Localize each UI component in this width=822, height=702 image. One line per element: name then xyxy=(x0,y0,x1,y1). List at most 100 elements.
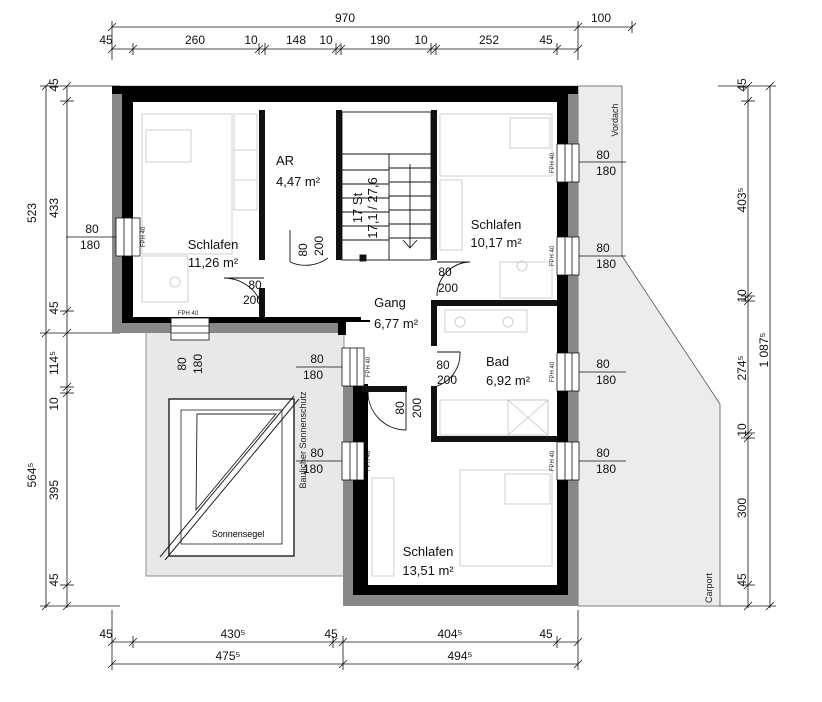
svg-text:45: 45 xyxy=(324,627,338,641)
svg-text:45: 45 xyxy=(735,78,749,92)
room-schlafen-3: Schlafen 13,51 m² xyxy=(402,544,454,578)
interior-walls xyxy=(259,110,557,442)
svg-text:80: 80 xyxy=(596,446,610,460)
svg-text:45: 45 xyxy=(735,573,749,587)
svg-text:180: 180 xyxy=(596,257,616,271)
svg-text:FPH 40: FPH 40 xyxy=(366,356,372,377)
dim-bottom-totals: 475⁵ 494⁵ xyxy=(216,649,473,663)
svg-text:Schlafen: Schlafen xyxy=(471,217,522,232)
dim-left-inner: 45 433 45 114⁵ 10 395 45 xyxy=(47,78,61,587)
vordach-label: Vordach xyxy=(610,103,620,136)
svg-text:45: 45 xyxy=(47,301,61,315)
dim-top-parts: 45 260 10 148 10 190 10 252 45 xyxy=(99,33,553,47)
left-dimensions xyxy=(40,81,120,611)
svg-text:404⁵: 404⁵ xyxy=(438,627,463,641)
svg-text:80: 80 xyxy=(393,401,407,415)
svg-text:FPH 40: FPH 40 xyxy=(141,226,147,247)
svg-text:10: 10 xyxy=(414,33,428,47)
svg-text:80: 80 xyxy=(175,357,189,371)
svg-text:45: 45 xyxy=(99,627,113,641)
svg-text:180: 180 xyxy=(596,164,616,178)
top-dimensions xyxy=(107,21,637,60)
svg-text:FPH 40: FPH 40 xyxy=(550,361,556,382)
svg-text:45: 45 xyxy=(47,573,61,587)
dim-top-total: 970 xyxy=(335,11,355,25)
room-gang: Gang 6,77 m² xyxy=(374,295,419,331)
svg-text:395: 395 xyxy=(47,480,61,500)
room-bad: Bad 6,92 m² xyxy=(486,354,531,388)
dim-left-outer-1: 523 xyxy=(25,203,39,223)
door-swings xyxy=(223,230,471,431)
svg-text:180: 180 xyxy=(303,462,323,476)
svg-text:10: 10 xyxy=(735,289,749,303)
svg-text:80: 80 xyxy=(438,265,452,279)
window-low-right xyxy=(556,441,626,481)
svg-text:180: 180 xyxy=(596,462,616,476)
room-ar: AR 4,47 m² xyxy=(276,153,321,189)
svg-text:430⁵: 430⁵ xyxy=(221,627,246,641)
door-label-w: 80 xyxy=(248,278,262,292)
svg-text:200: 200 xyxy=(410,398,424,418)
svg-text:45: 45 xyxy=(47,78,61,92)
svg-text:260: 260 xyxy=(185,33,205,47)
carport-label: Carport xyxy=(704,572,714,603)
window-left xyxy=(66,217,141,257)
svg-text:45: 45 xyxy=(539,33,553,47)
stairs-ratio: 17,1 / 27,6 xyxy=(365,177,380,238)
svg-text:11,26 m²: 11,26 m² xyxy=(188,255,239,270)
exterior-walls xyxy=(112,86,578,606)
svg-text:4,47 m²: 4,47 m² xyxy=(276,174,321,189)
svg-text:180: 180 xyxy=(596,373,616,387)
svg-text:FPH 40: FPH 40 xyxy=(550,152,556,173)
wall-gray-edges xyxy=(112,94,578,606)
window-top-right xyxy=(556,143,626,183)
stairs xyxy=(341,111,432,262)
svg-text:Schlafen: Schlafen xyxy=(403,544,454,559)
svg-text:10,17 m²: 10,17 m² xyxy=(470,235,522,250)
dim-bottom-parts: 45 430⁵ 45 404⁵ 45 xyxy=(99,627,553,641)
dim-right-total: 1 087⁵ xyxy=(757,332,771,367)
window-schlafen-left xyxy=(296,441,365,481)
svg-text:200: 200 xyxy=(437,373,457,387)
svg-text:403⁵: 403⁵ xyxy=(735,187,749,212)
svg-text:80: 80 xyxy=(310,446,324,460)
bottom-dimensions xyxy=(107,610,583,670)
window-gang-left xyxy=(296,347,365,387)
svg-text:180: 180 xyxy=(80,238,100,252)
svg-text:300: 300 xyxy=(735,498,749,518)
svg-text:80: 80 xyxy=(85,222,99,236)
svg-text:180: 180 xyxy=(303,368,323,382)
svg-text:Gang: Gang xyxy=(374,295,406,310)
svg-text:80: 80 xyxy=(310,352,324,366)
window-mid-right xyxy=(556,236,626,276)
svg-text:Bad: Bad xyxy=(486,354,509,369)
svg-text:10: 10 xyxy=(244,33,258,47)
svg-text:190: 190 xyxy=(370,33,390,47)
dim-top-extra: 100 xyxy=(591,11,611,25)
svg-text:475⁵: 475⁵ xyxy=(216,649,241,663)
svg-text:494⁵: 494⁵ xyxy=(448,649,473,663)
svg-text:FPH 40: FPH 40 xyxy=(550,450,556,471)
svg-text:10: 10 xyxy=(735,423,749,437)
door-label-h: 200 xyxy=(243,293,263,307)
svg-text:45: 45 xyxy=(99,33,113,47)
door-labels: 80 200 80 200 80 200 80 200 80 200 xyxy=(243,236,458,418)
svg-text:10: 10 xyxy=(47,397,61,411)
sonnenschutz-label: Baulicher Sonnenschutz xyxy=(298,391,308,489)
svg-text:114⁵: 114⁵ xyxy=(47,351,61,375)
svg-text:AR: AR xyxy=(276,153,294,168)
room-schlafen-2: Schlafen 10,17 m² xyxy=(470,217,522,250)
svg-text:274⁵: 274⁵ xyxy=(735,355,749,380)
sonnensegel-label: Sonnensegel xyxy=(212,529,265,539)
svg-text:148: 148 xyxy=(286,33,306,47)
stairs-count: 17 St xyxy=(350,192,365,223)
room-schlafen-1: Schlafen 11,26 m² xyxy=(188,237,239,270)
svg-text:80: 80 xyxy=(596,148,610,162)
svg-text:252: 252 xyxy=(479,33,499,47)
svg-text:45: 45 xyxy=(539,627,553,641)
dim-left-outer-2: 564⁵ xyxy=(25,462,39,487)
svg-text:6,77 m²: 6,77 m² xyxy=(374,316,419,331)
furniture xyxy=(141,113,553,577)
svg-text:200: 200 xyxy=(438,281,458,295)
svg-text:80: 80 xyxy=(596,357,610,371)
